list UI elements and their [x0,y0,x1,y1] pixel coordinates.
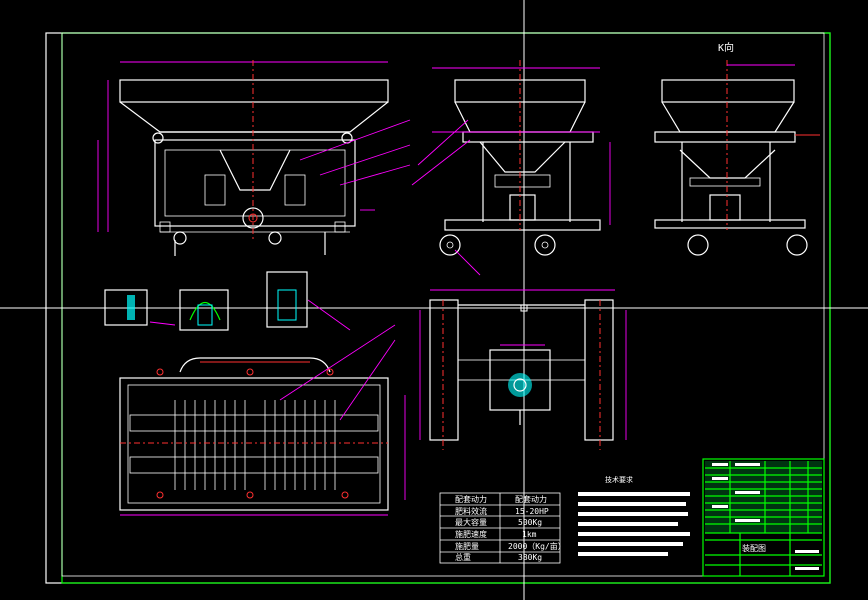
side-view [411,60,611,276]
spec-row-2-label: 施肥速度 [455,529,487,539]
spec-row-1-value: 500Kg [518,518,542,527]
spec-row-3-value: 2000（Kg/亩） [508,541,566,551]
spec-row-0-value: 15-20HP [515,507,549,516]
spec-header-1: 配套动力 [515,494,547,504]
tech-req-title: 技术要求 [605,475,633,484]
spec-row-1-label: 最大容量 [455,517,487,527]
spec-row-4-label: 总重 [455,552,471,562]
spec-row-3-label: 施肥量 [455,541,479,551]
k-view-label: K向 [718,41,734,54]
front-view [97,60,411,256]
k-view: K向 [654,41,820,256]
section-view [419,289,627,450]
detail-views [104,271,351,331]
tech-requirements: 技术要求 [578,475,690,556]
plan-view [119,324,406,516]
title-block-name: 装配图 [742,543,766,553]
spec-row-4-value: 380Kg [518,553,542,562]
title-block: 装配图 [702,458,825,577]
spec-header-0: 配套动力 [455,494,487,504]
inner-frame [61,32,825,577]
spec-row-2-value: 1km [522,530,537,539]
spec-row-0-label: 肥料效流 [455,506,487,516]
spec-table: 配套动力 配套动力 肥料效流 15-20HP 最大容量 500Kg 施肥速度 1… [439,492,566,564]
